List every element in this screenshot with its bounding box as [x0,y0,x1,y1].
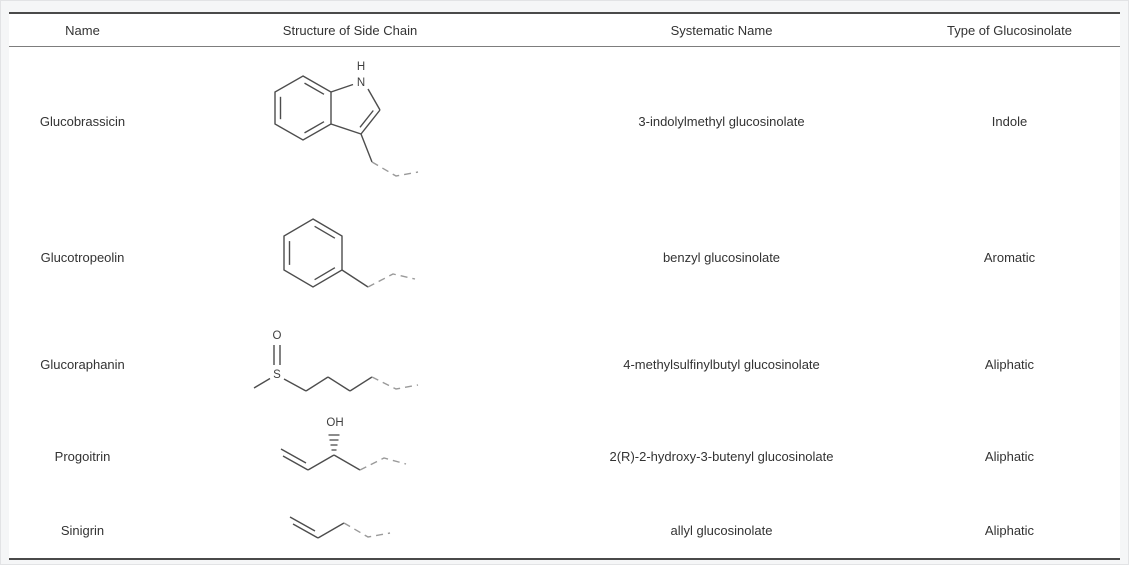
table-row: Sinigrin allyl glucosinolate Aliphatic [9,503,1120,558]
structure-cell [156,510,544,552]
systematic-name: 2(R)-2-hydroxy-3-butenyl glucosinolate [609,448,834,464]
type-label: Indole [991,114,1028,129]
methylsulfinylbutyl-structure-icon: S O [253,330,418,392]
compound-name: Glucobrassicin [39,114,126,129]
compound-name: Glucoraphanin [40,356,125,372]
header-systematic-name: Systematic Name [670,22,773,38]
hydroxybutenyl-structure-icon: OH [280,417,407,471]
structure-cell: OH [156,410,544,502]
type-label: Aromatic [983,250,1036,265]
table-row: Glucoraphanin S O 4-methylsulfinylbutyl … [9,319,1120,409]
table-row: Glucobrassicin N H 3- [9,47,1120,196]
structure-cell [156,205,544,310]
table-header-row: Name Structure of Side Chain Systematic … [9,14,1120,47]
header-type: Type of Glucosinolate [946,22,1073,38]
type-label: Aliphatic [984,448,1035,464]
systematic-name: allyl glucosinolate [670,523,773,538]
table-row: Glucotropeolin benzyl glucosinolate Arom… [9,196,1120,319]
systematic-name: benzyl glucosinolate [662,250,781,265]
header-name: Name [65,22,100,38]
benzyl-structure-icon [282,218,415,288]
sulfur-label: S [273,369,281,381]
indole-structure-icon: N H [273,61,418,177]
table-row: Progoitrin OH 2(R)-2-hydroxy-3-butenyl g… [9,409,1120,503]
oxygen-label: O [272,330,281,342]
allyl-structure-icon [289,515,391,539]
systematic-name: 4-methylsulfinylbutyl glucosinolate [623,356,820,372]
type-label: Aliphatic [984,523,1035,538]
compound-name: Progoitrin [54,448,111,464]
type-label: Aliphatic [984,356,1035,372]
glucosinolate-table: Name Structure of Side Chain Systematic … [9,12,1120,560]
compound-name: Sinigrin [60,523,105,538]
structure-cell: N H [156,54,544,189]
hydrogen-label: H [356,61,364,73]
header-structure: Structure of Side Chain [282,22,418,38]
structure-cell: S O [156,322,544,407]
nitrogen-label: N [356,77,364,89]
systematic-name: 3-indolylmethyl glucosinolate [638,114,805,129]
hydroxyl-label: OH [326,417,343,429]
compound-name: Glucotropeolin [40,250,125,265]
